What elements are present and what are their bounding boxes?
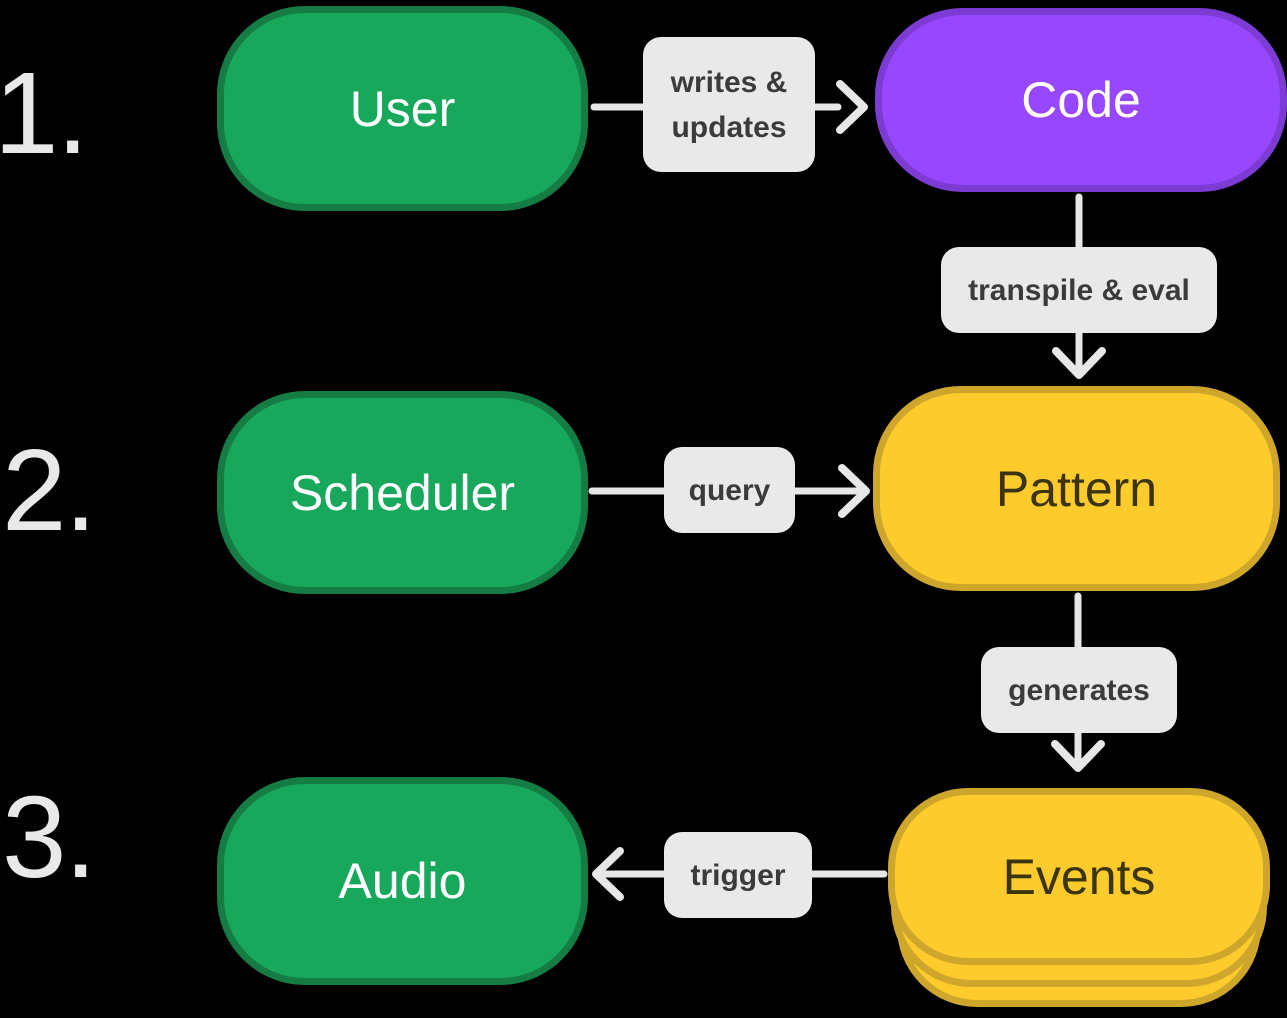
edge-label-writes-updates: writes & updates (643, 37, 815, 172)
node-scheduler-label: Scheduler (289, 464, 516, 521)
node-events: Events (888, 788, 1270, 965)
arrow-head (838, 464, 870, 518)
arrow-head (592, 847, 624, 901)
node-scheduler: Scheduler (217, 391, 588, 594)
node-user-label: User (349, 80, 456, 137)
edge-label-generates: generates (981, 647, 1177, 733)
node-code-label: Code (1021, 72, 1141, 128)
edge-label-transpile-eval: transpile & eval (941, 247, 1217, 333)
node-events-label: Events (1002, 848, 1156, 905)
node-pattern-label: Pattern (995, 460, 1158, 517)
node-user: User (217, 6, 588, 211)
node-pattern: Pattern (873, 386, 1280, 591)
arrow-head (1051, 740, 1105, 772)
edge-label-query: query (664, 447, 795, 533)
step-number-3: 3. (2, 772, 97, 902)
edge-label-trigger: trigger (664, 832, 812, 918)
node-code: Code (875, 8, 1287, 192)
edge-label-text: generates (1008, 673, 1150, 707)
arrow-head (1052, 347, 1106, 379)
edge-label-line: writes & (670, 65, 788, 99)
step-number-2: 2. (2, 425, 97, 555)
edge-label-text: transpile & eval (968, 273, 1190, 307)
node-audio-label: Audio (338, 853, 467, 909)
edge-label-text: trigger (690, 858, 786, 892)
edge-label-line: updates (671, 110, 787, 144)
edge-label-text: query (688, 473, 771, 507)
node-audio: Audio (217, 777, 588, 985)
step-number-1: 1. (0, 48, 89, 178)
arrow-head (836, 80, 868, 134)
